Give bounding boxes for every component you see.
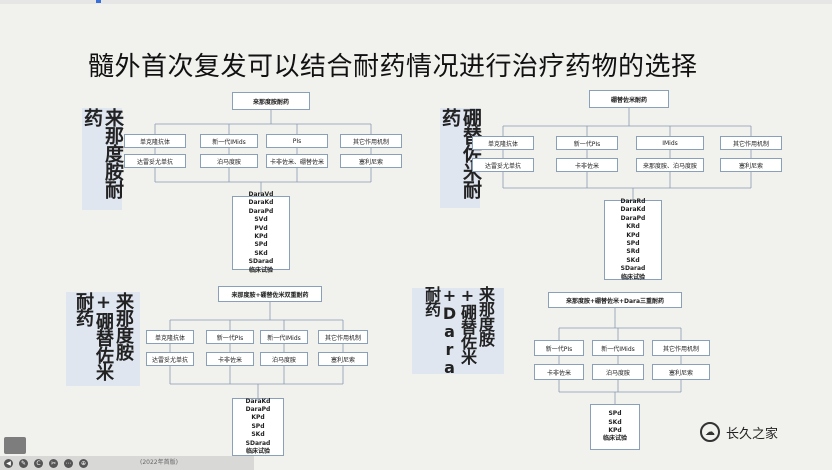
t3-sub-4: 塞利尼索: [318, 352, 368, 366]
t2-sub-4: 塞利尼索: [720, 158, 782, 172]
t4-cat-2: 新一代IMids: [592, 340, 644, 356]
t3-root: 来那度胺+硼替佐米双重耐药: [218, 286, 322, 302]
result-item: 临床试验: [245, 448, 270, 456]
result-item: KPd: [251, 414, 265, 422]
window-top-bar: [0, 0, 832, 4]
t4-sub-2: 泊马度胺: [592, 364, 644, 380]
result-item: 临床试验: [248, 266, 273, 274]
t2-cat-4: 其它作用机制: [720, 136, 782, 150]
t4-sub-3: 塞利尼索: [652, 364, 710, 380]
t1-cat-3: PIs: [266, 134, 328, 148]
top-indicator: [96, 0, 101, 3]
t4-sub-1: 卡非佐米: [534, 364, 584, 380]
t3-cat-4: 其它作用机制: [318, 330, 368, 344]
result-item: SRd: [626, 248, 640, 256]
t4-cat-3: 其它作用机制: [652, 340, 710, 356]
result-item: SKd: [254, 249, 268, 257]
t3-cat-1: 单克隆抗体: [146, 330, 194, 344]
more-icon[interactable]: ⋯: [64, 458, 73, 468]
result-item: SPd: [608, 410, 622, 418]
t2-cat-1: 单克隆抗体: [472, 136, 534, 150]
result-item: KPd: [608, 427, 622, 434]
t2-sub-3: 来那度胺、泊马度胺: [636, 158, 704, 172]
result-item: SKd: [251, 431, 265, 439]
result-item: PVd: [254, 224, 268, 232]
t1-sub-2: 泊马度胺: [200, 154, 258, 168]
label-dual-resistant: 来那度胺+硼替佐米耐药: [66, 292, 140, 386]
label-text: 来那度胺+硼替佐米耐药: [73, 292, 134, 380]
result-item: KPd: [254, 233, 268, 240]
result-item: SKd: [626, 256, 640, 264]
t3-cat-2: 新一代PIs: [206, 330, 254, 344]
t3-cat-3: 新一代IMids: [260, 330, 308, 344]
t1-sub-1: 达雷妥尤单抗: [124, 154, 186, 168]
t2-sub-1: 达雷妥尤单抗: [472, 158, 534, 172]
result-item: SPd: [254, 241, 268, 249]
t2-cat-2: 新一代PIs: [556, 136, 618, 150]
slide-title: 髓外首次复发可以结合耐药情况进行治疗药物的选择: [88, 52, 698, 82]
footer-note: (2022年首版): [140, 459, 178, 466]
result-item: 临床试验: [602, 435, 627, 443]
result-item: DaraRd: [620, 197, 646, 205]
result-item: SKd: [608, 418, 622, 426]
watermark: ☁ 长久之家: [700, 422, 778, 442]
t1-sub-3: 卡非佐米、硼替佐米: [266, 154, 328, 168]
result-item: DaraKd: [620, 206, 646, 214]
t2-cat-3: IMids: [636, 136, 704, 150]
t1-cat-1: 单克隆抗体: [124, 134, 186, 148]
result-item: DaraKd: [245, 397, 271, 405]
presentation-toolbar: ◀ ✎ C ✂ ⋯ ⊕: [0, 456, 254, 470]
result-item: DaraKd: [248, 199, 274, 207]
t1-cat-4: 其它作用机制: [340, 134, 402, 148]
wechat-icon: ☁: [700, 422, 720, 442]
result-item: SPd: [251, 422, 265, 430]
label-text: 硼替佐米耐药: [439, 108, 482, 198]
label-triple-resistant: 来那度胺+硼替佐米+Dara耐药: [412, 286, 504, 376]
t1-sub-4: 塞利尼索: [340, 154, 402, 168]
t1-root: 来那度胺耐药: [232, 92, 310, 110]
result-item: DaraPd: [620, 214, 646, 222]
label-bortezomib-resistant: 硼替佐米耐药: [439, 108, 482, 208]
result-item: SPd: [626, 240, 640, 247]
cc-icon[interactable]: C: [34, 458, 43, 468]
t1-cat-2: 新一代IMids: [200, 134, 258, 148]
label-text: 来那度胺耐药: [81, 108, 124, 198]
watermark-text: 长久之家: [726, 426, 779, 442]
cut-icon[interactable]: ✂: [49, 458, 58, 468]
t4-root: 来那度胺+硼替佐米+Dara三重耐药: [548, 292, 682, 308]
ppt-thumbnail-icon[interactable]: [4, 437, 26, 454]
zoom-icon[interactable]: ⊕: [79, 458, 88, 468]
t2-sub-2: 卡非佐米: [556, 158, 618, 172]
result-item: SDarad: [245, 439, 271, 447]
result-item: SDarad: [620, 265, 646, 273]
t3-sub-1: 达雷妥尤单抗: [146, 352, 194, 366]
result-item: SDarad: [248, 258, 274, 266]
t4-cat-1: 新一代PIs: [534, 340, 584, 356]
label-text: 来那度胺+硼替佐米+Dara耐药: [422, 286, 495, 376]
back-icon[interactable]: ◀: [4, 458, 13, 468]
result-item: DaraVd: [248, 190, 274, 198]
t3-sub-2: 卡非佐米: [206, 352, 254, 366]
t3-sub-3: 泊马度胺: [260, 352, 308, 366]
result-item: DaraPd: [248, 207, 274, 215]
result-item: SVd: [254, 216, 268, 224]
label-lenalidomide-resistant: 来那度胺耐药: [81, 108, 124, 210]
pen-icon[interactable]: ✎: [19, 458, 28, 468]
result-item: KRd: [626, 223, 640, 231]
result-item: KPd: [626, 231, 640, 239]
result-item: DaraPd: [245, 405, 271, 413]
result-item: 临床试验: [620, 273, 645, 281]
t2-root: 硼替佐米耐药: [589, 90, 669, 108]
